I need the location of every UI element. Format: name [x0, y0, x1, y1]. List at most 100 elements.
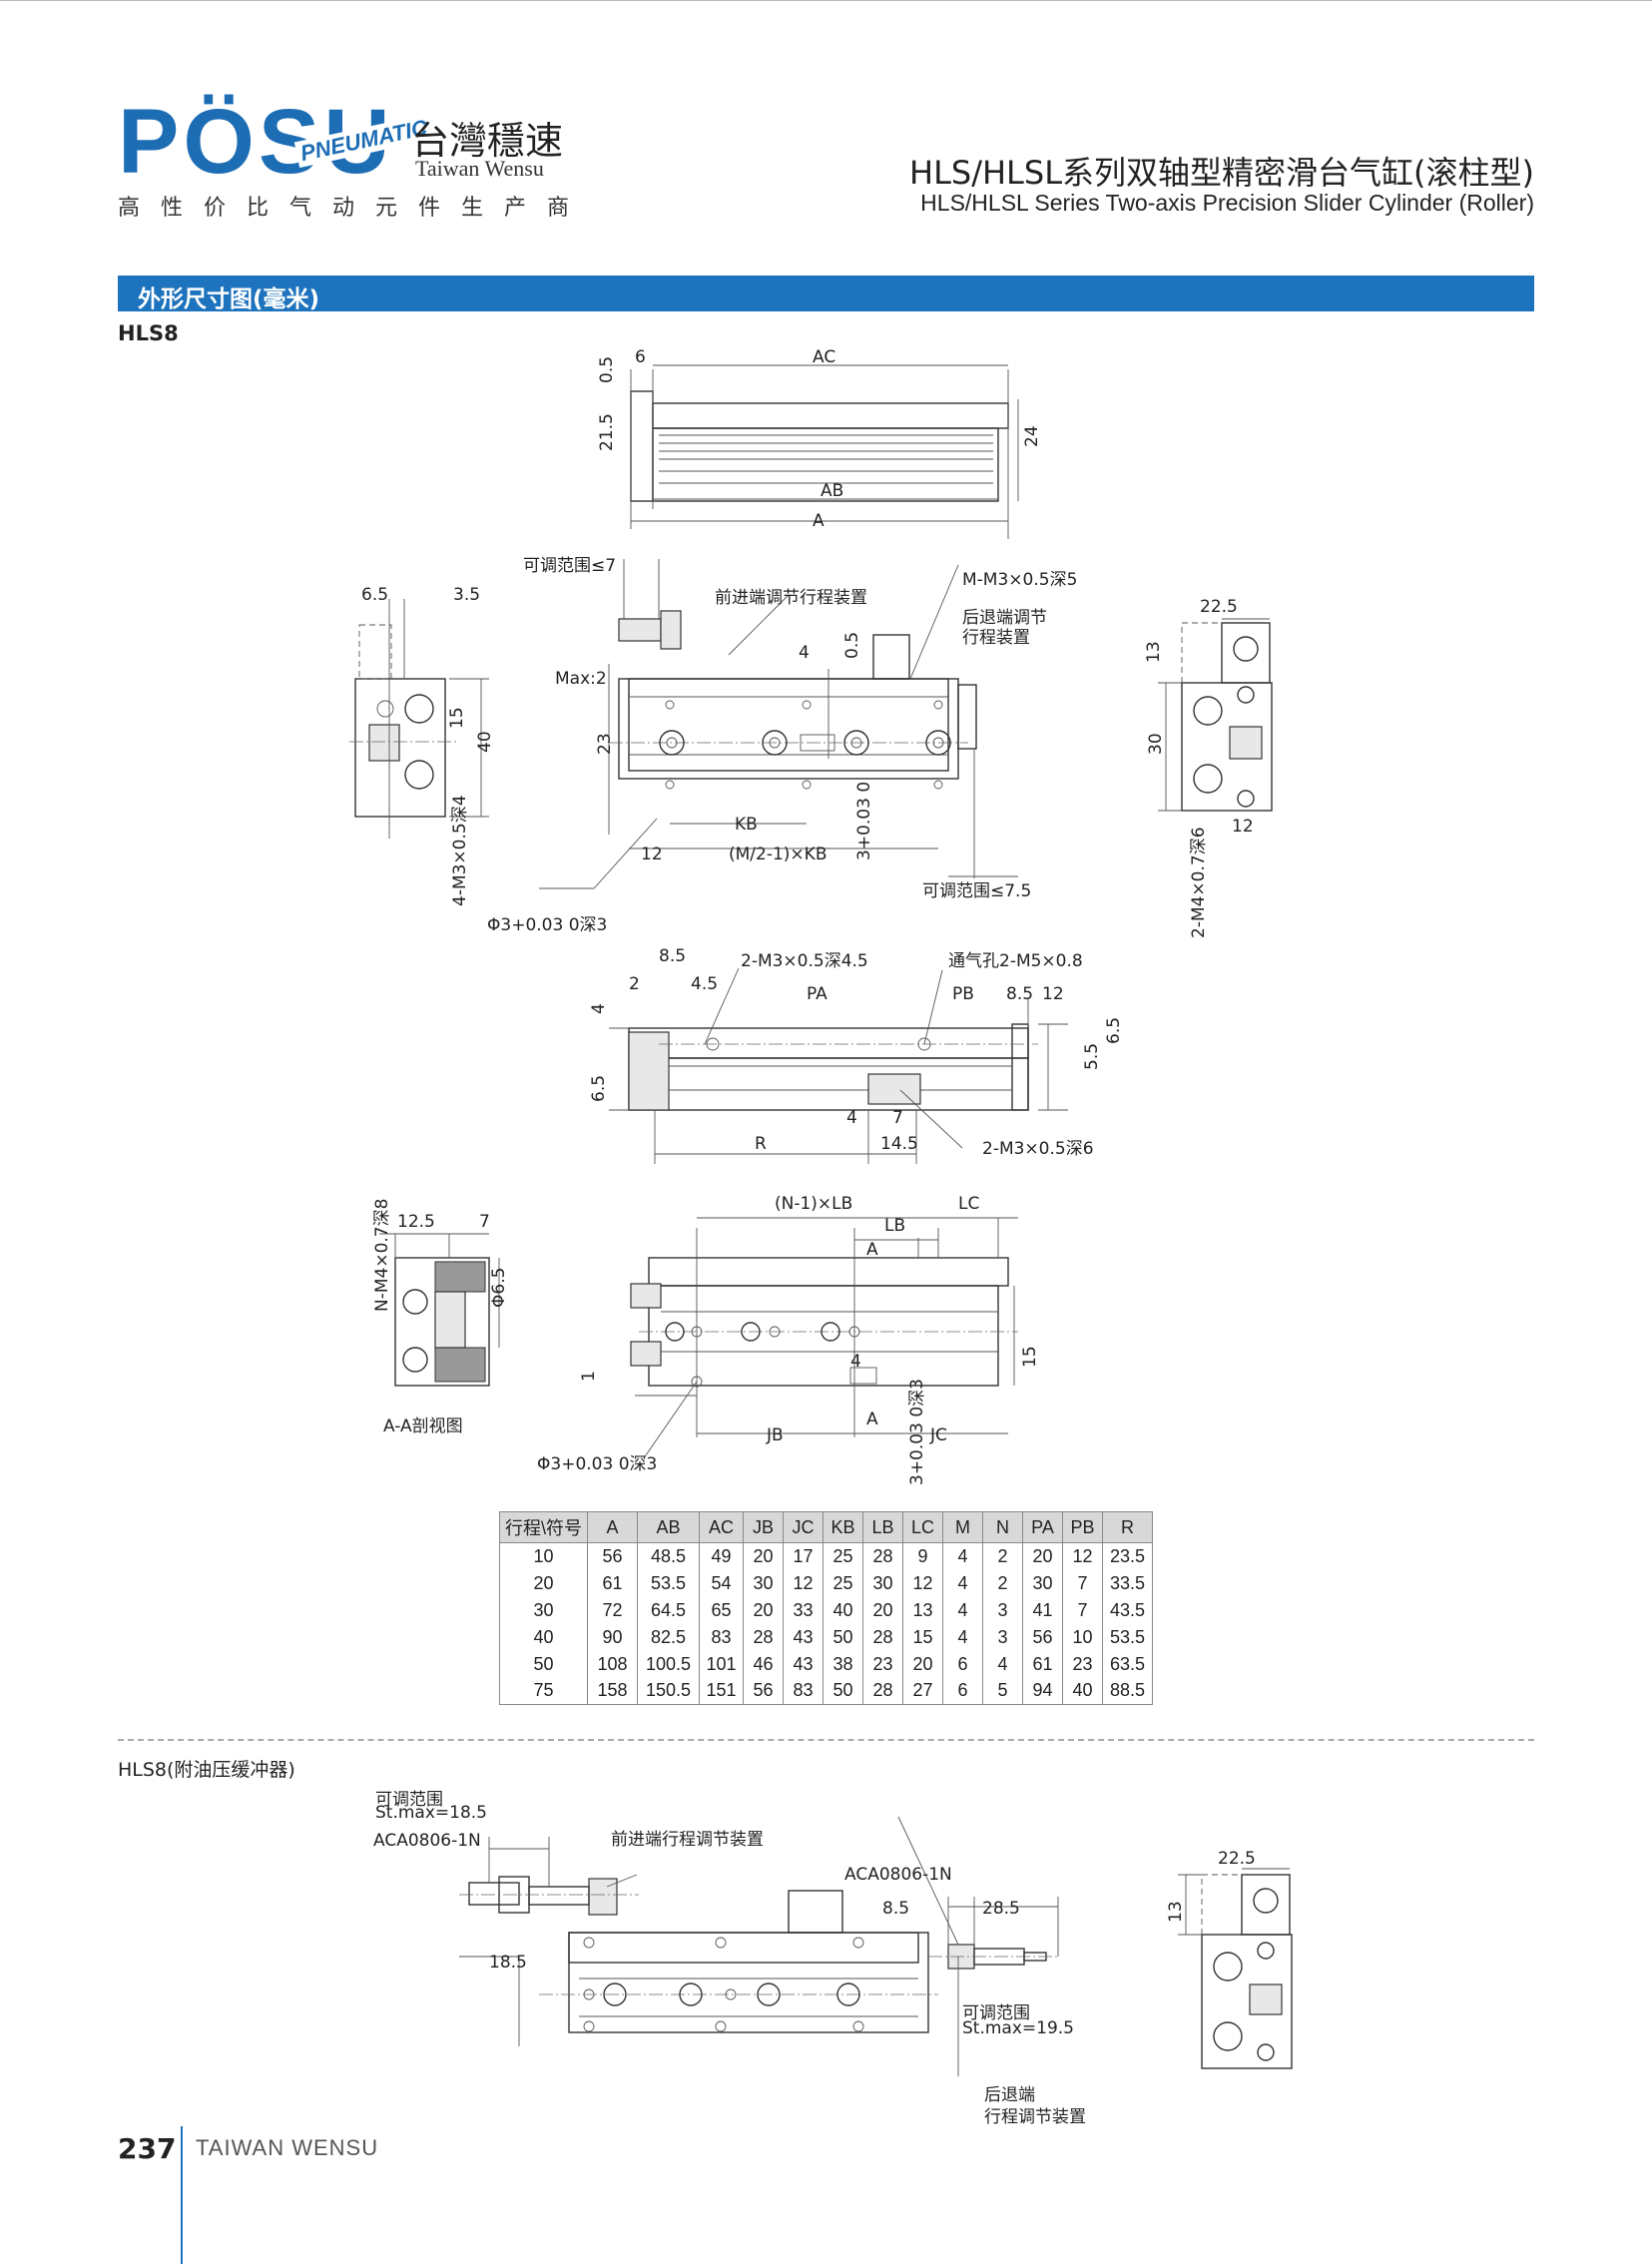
table-cell: 12 — [783, 1569, 824, 1597]
table-cell: 150.5 — [637, 1677, 700, 1705]
table-cell: 53.5 — [637, 1569, 700, 1597]
label-phi3: Φ3+0.03 0深3 — [487, 915, 608, 935]
dim-4-d: 4 — [850, 1352, 861, 1372]
table-cell: 15 — [902, 1623, 943, 1651]
dim-pb: PB — [952, 984, 974, 1004]
table-cell: 28 — [862, 1542, 903, 1570]
table-cell: 10 — [1062, 1623, 1103, 1651]
table-cell: 3 — [982, 1623, 1023, 1651]
dim-21-5: 21.5 — [597, 413, 617, 451]
dim-4-b: 4 — [589, 1003, 609, 1014]
table-header-cell: KB — [823, 1511, 863, 1543]
table-header-cell: A — [587, 1511, 638, 1543]
page-top-border — [0, 0, 1652, 1]
dim-8-5-b: 8.5 — [1006, 984, 1034, 1004]
dim-4-5: 4.5 — [691, 974, 719, 994]
dim-13-b: 13 — [1166, 1901, 1186, 1923]
table-cell: 151 — [699, 1677, 744, 1705]
table-cell: 61 — [1022, 1650, 1063, 1678]
dim-24: 24 — [1022, 425, 1042, 447]
dim-pa: PA — [807, 984, 827, 1004]
dim-ac: AC — [813, 347, 836, 367]
table-cell: 9 — [902, 1542, 943, 1570]
table-cell: 38 — [823, 1650, 863, 1678]
dim-lc: LC — [958, 1194, 980, 1214]
table-cell: 4 — [982, 1650, 1023, 1678]
table-cell: 88.5 — [1102, 1677, 1153, 1705]
table-cell: 4 — [942, 1569, 983, 1597]
drawing-right-side-view — [1158, 618, 1273, 812]
table-cell: 158 — [587, 1677, 638, 1705]
dim-0-5-b: 0.5 — [842, 631, 862, 659]
drawing-bottom-view — [609, 967, 1068, 1164]
dim-kb: KB — [735, 815, 758, 835]
table-cell: 65 — [699, 1596, 744, 1624]
dim-2: 2 — [629, 974, 640, 994]
footer-brand: TAIWAN WENSU — [196, 2135, 379, 2160]
label-adjust-range-2: 可调范围 — [962, 2003, 1030, 2023]
table-cell: 90 — [587, 1623, 638, 1651]
drawing-section-aa — [379, 1233, 500, 1387]
table-header-cell: AC — [699, 1511, 744, 1543]
table-header-cell: M — [942, 1511, 983, 1543]
table-cell: 20 — [499, 1569, 588, 1597]
table-header-cell: 行程\符号 — [499, 1511, 588, 1543]
table-cell: 56 — [743, 1677, 784, 1705]
label-4-m3: 4-M3×0.5深4 — [450, 795, 470, 906]
label-rear-adjust-1: 后退端调节 — [962, 608, 1047, 628]
table-cell: 25 — [823, 1569, 863, 1597]
table-cell: 10 — [499, 1542, 588, 1570]
dim-8-5-c: 8.5 — [882, 1899, 910, 1919]
table-cell: 64.5 — [637, 1596, 700, 1624]
table-header-cell: PA — [1022, 1511, 1063, 1543]
dim-4: 4 — [799, 643, 810, 663]
dim-phi-6-5: Φ6.5 — [489, 1267, 509, 1308]
dim-3-deep: 3+0.03 0深3 — [907, 1379, 927, 1485]
label-section-aa: A-A剖视图 — [383, 1416, 463, 1436]
page-title-en: HLS/HLSL Series Two-axis Precision Slide… — [920, 190, 1534, 216]
table-cell: 50 — [823, 1623, 863, 1651]
dim-4-c: 4 — [846, 1108, 857, 1128]
dim-ab: AB — [821, 481, 844, 501]
label-aca-1: ACA0806-1N — [373, 1831, 481, 1851]
table-cell: 72 — [587, 1596, 638, 1624]
table-cell: 5 — [982, 1677, 1023, 1705]
table-cell: 101 — [699, 1650, 744, 1678]
table-cell: 6 — [942, 1677, 983, 1705]
table-cell: 50 — [499, 1650, 588, 1678]
table-cell: 75 — [499, 1677, 588, 1705]
dim-3-5: 3.5 — [453, 585, 481, 605]
table-cell: 56 — [587, 1542, 638, 1570]
dim-40: 40 — [475, 731, 495, 753]
dimensions-table: 行程\符号 A AB AC JB JC KB LB LC M N PA PB R… — [499, 1511, 1153, 1705]
logo-english: Taiwan Wensu — [415, 156, 544, 181]
table-cell: 33 — [783, 1596, 824, 1624]
table-cell: 43.5 — [1102, 1596, 1153, 1624]
mark-a-2: A — [866, 1410, 878, 1429]
label-st-max-18-5: St.max=18.5 — [375, 1803, 487, 1823]
table-cell: 83 — [783, 1677, 824, 1705]
dim-8-5: 8.5 — [659, 946, 687, 966]
table-cell: 61 — [587, 1569, 638, 1597]
dim-1: 1 — [579, 1371, 599, 1382]
table-cell: 48.5 — [637, 1542, 700, 1570]
drawing-with-buffer — [459, 1816, 1059, 2076]
label-aca-2: ACA0806-1N — [844, 1865, 952, 1885]
dim-30: 30 — [1146, 733, 1166, 755]
model-label: HLS8 — [118, 321, 179, 345]
table-cell: 23 — [862, 1650, 903, 1678]
label-2-m3-4-5: 2-M3×0.5深4.5 — [741, 951, 868, 971]
table-cell: 56 — [1022, 1623, 1063, 1651]
dim-jb: JB — [767, 1425, 784, 1445]
table-cell: 7 — [1062, 1569, 1103, 1597]
dim-14-5: 14.5 — [880, 1134, 918, 1154]
label-phi3-b: Φ3+0.03 0深3 — [537, 1454, 658, 1474]
logo-chinese: 台灣穩速 — [411, 119, 564, 163]
table-cell: 40 — [823, 1596, 863, 1624]
